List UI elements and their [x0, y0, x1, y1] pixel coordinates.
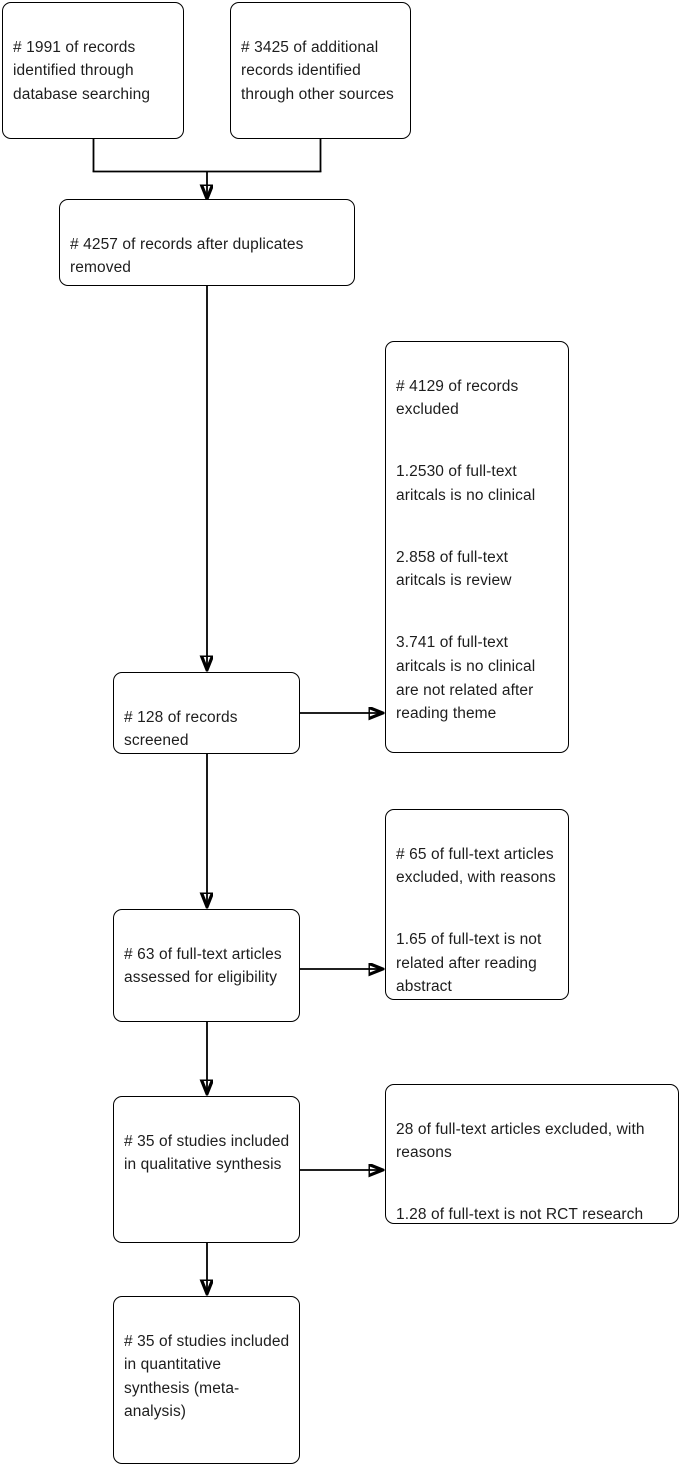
records-screened: # 128 of records screened [113, 672, 300, 754]
qualitative-excluded-heading: 28 of full-text articles excluded, with … [396, 1120, 645, 1162]
records-excluded-reason-1: 1.2530 of full-text aritcals is no clini… [396, 463, 536, 504]
qualitative-excluded-reasons: 28 of full-text articles excluded, with … [385, 1084, 679, 1224]
records-screened-text: # 128 of records screened [124, 708, 238, 750]
records-excluded-reason-2: 2.858 of full-text aritcals is review [396, 548, 512, 590]
full-text-articles-excluded: # 65 of full-text articles excluded, wit… [385, 809, 569, 1000]
full-text-articles-assessed-text: # 63 of full-text articles assessed for … [124, 945, 282, 987]
identification-other-sources: # 3425 of additional records identified … [230, 2, 411, 139]
studies-included-qualitative: # 35 of studies included in qualitative … [113, 1096, 300, 1243]
full-text-articles-excluded-reason-1: 1.65 of full-text is not related after r… [396, 931, 542, 996]
identification-database-records: # 1991 of records identified through dat… [2, 2, 184, 139]
full-text-articles-assessed: # 63 of full-text articles assessed for … [113, 909, 300, 1022]
studies-included-qualitative-text: # 35 of studies included in qualitative … [124, 1132, 290, 1174]
records-excluded: # 4129 of records excluded 1.2530 of ful… [385, 341, 569, 753]
records-excluded-reason-3: 3.741 of full-text aritcals is no clinic… [396, 634, 536, 723]
records-after-duplicates-removed-text: # 4257 of records after duplicates remov… [70, 235, 304, 277]
records-after-duplicates-removed: # 4257 of records after duplicates remov… [59, 199, 355, 286]
qualitative-excluded-reason-1: 1.28 of full-text is not RCT research [396, 1206, 644, 1224]
studies-included-quantitative-text: # 35 of studies included in quantitative… [124, 1332, 290, 1421]
full-text-articles-excluded-heading: # 65 of full-text articles excluded, wit… [396, 845, 556, 887]
studies-included-quantitative: # 35 of studies included in quantitative… [113, 1296, 300, 1464]
identification-other-sources-text: # 3425 of additional records identified … [241, 38, 394, 103]
identification-database-records-text: # 1991 of records identified through dat… [13, 38, 151, 103]
records-excluded-heading: # 4129 of records excluded [396, 377, 519, 419]
